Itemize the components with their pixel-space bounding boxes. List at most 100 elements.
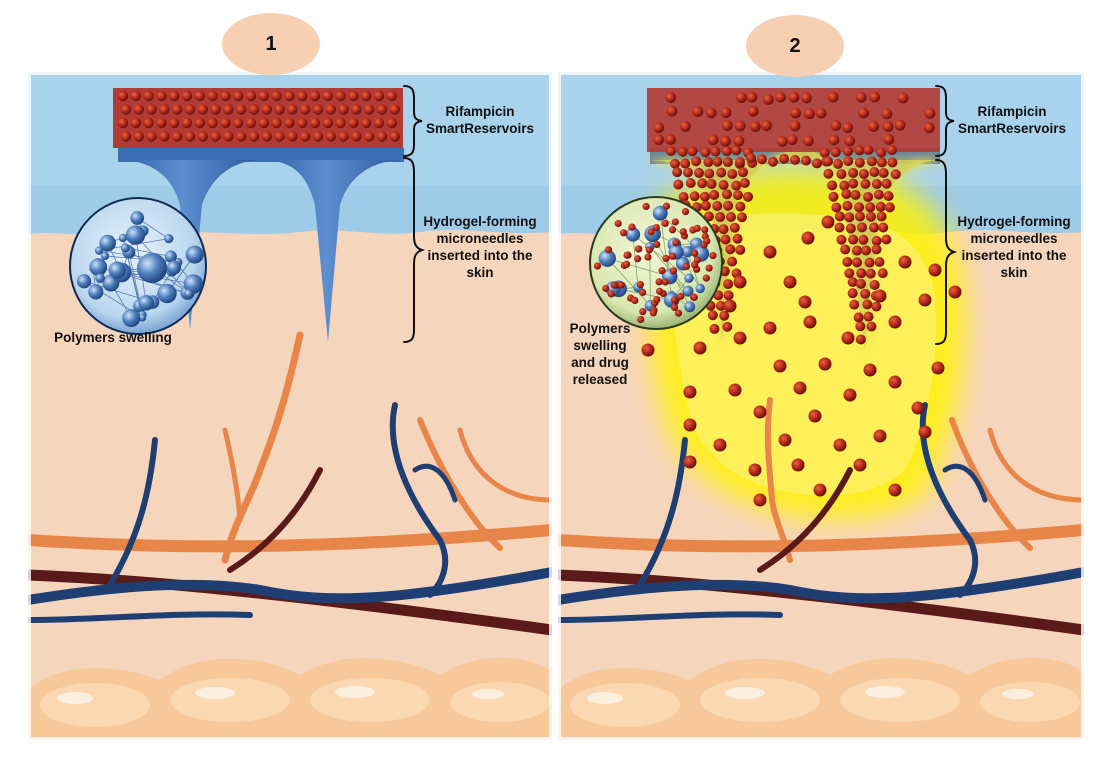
drug-particle-icon bbox=[594, 262, 601, 269]
drug-particle-icon bbox=[842, 122, 853, 133]
drug-particle-icon bbox=[658, 267, 665, 274]
drug-particle-icon bbox=[374, 91, 384, 101]
drug-particle-icon bbox=[146, 104, 156, 114]
drug-particle-icon bbox=[262, 104, 272, 114]
drug-particle-icon bbox=[274, 131, 284, 141]
drug-particle-icon bbox=[310, 91, 320, 101]
drug-particle-icon bbox=[707, 179, 717, 189]
drug-particle-icon bbox=[729, 384, 742, 397]
polymer-bead bbox=[126, 225, 145, 244]
drug-particle-icon bbox=[876, 202, 886, 212]
drug-particle-icon bbox=[836, 169, 846, 179]
polymer-bead bbox=[137, 253, 167, 283]
drug-particle-icon bbox=[863, 145, 873, 155]
drug-particle-icon bbox=[889, 484, 902, 497]
drug-particle-icon bbox=[665, 134, 676, 145]
drug-particle-icon bbox=[812, 158, 822, 168]
label-line: microneedles bbox=[410, 230, 550, 247]
drug-particle-icon bbox=[387, 118, 397, 128]
drug-particle-icon bbox=[855, 211, 865, 221]
drug-particle-icon bbox=[694, 168, 704, 178]
drug-particle-icon bbox=[210, 104, 220, 114]
drug-particle-icon bbox=[834, 223, 844, 233]
drug-particle-icon bbox=[694, 225, 701, 232]
drug-particle-icon bbox=[823, 156, 833, 166]
drug-particle-icon bbox=[809, 410, 822, 423]
drug-particle-icon bbox=[879, 168, 889, 178]
drug-particle-icon bbox=[207, 91, 217, 101]
needle-label-1: Hydrogel-forming microneedles inserted i… bbox=[410, 213, 550, 281]
drug-particle-icon bbox=[691, 156, 701, 166]
drug-particle-icon bbox=[787, 134, 798, 145]
drug-particle-icon bbox=[169, 91, 179, 101]
drug-particle-icon bbox=[700, 147, 710, 157]
label-line: skin bbox=[944, 264, 1084, 281]
drug-particle-icon bbox=[233, 91, 243, 101]
polymer-bead bbox=[167, 260, 181, 274]
drug-particle-icon bbox=[734, 135, 745, 146]
drug-particle-icon bbox=[714, 439, 727, 452]
drug-particle-icon bbox=[887, 157, 897, 167]
panel-2 bbox=[558, 72, 1084, 740]
drug-particle-icon bbox=[605, 246, 612, 253]
drug-particle-icon bbox=[602, 285, 609, 292]
drug-particle-icon bbox=[733, 190, 743, 200]
drug-particle-icon bbox=[182, 91, 192, 101]
drug-particle-icon bbox=[236, 104, 246, 114]
drug-particle-icon bbox=[889, 376, 902, 389]
drug-particle-icon bbox=[801, 156, 811, 166]
drug-particle-icon bbox=[723, 279, 733, 289]
reservoir-label-2: Rifampicin SmartReservoirs bbox=[942, 103, 1082, 137]
drug-particle-icon bbox=[172, 131, 182, 141]
drug-particle-icon bbox=[679, 192, 689, 202]
drug-particle-icon bbox=[842, 201, 852, 211]
drug-particle-icon bbox=[792, 459, 805, 472]
drug-particle-icon bbox=[121, 104, 131, 114]
drug-particle-icon bbox=[859, 169, 869, 179]
drug-particle-icon bbox=[831, 202, 841, 212]
drug-particle-icon bbox=[361, 118, 371, 128]
label-line: Polymers swelling bbox=[38, 329, 188, 346]
drug-particle-icon bbox=[687, 146, 697, 156]
drug-particle-icon bbox=[777, 136, 788, 147]
drug-particle-icon bbox=[799, 296, 812, 309]
drug-particle-icon bbox=[734, 276, 747, 289]
label-line: Hydrogel-forming bbox=[944, 213, 1084, 230]
drug-particle-icon bbox=[882, 179, 892, 189]
drug-particle-icon bbox=[843, 146, 853, 156]
drug-particle-icon bbox=[912, 402, 925, 415]
drug-particle-icon bbox=[377, 104, 387, 114]
drug-particle-icon bbox=[732, 234, 742, 244]
drug-particle-icon bbox=[881, 235, 891, 245]
drug-particle-icon bbox=[712, 201, 722, 211]
drug-particle-icon bbox=[662, 220, 669, 227]
drug-particle-icon bbox=[856, 334, 866, 344]
drug-particle-icon bbox=[860, 289, 870, 299]
drug-particle-icon bbox=[118, 91, 128, 101]
drug-particle-icon bbox=[925, 108, 936, 119]
drug-particle-icon bbox=[823, 169, 833, 179]
drug-particle-icon bbox=[814, 484, 827, 497]
drug-particle-icon bbox=[656, 278, 663, 285]
drug-particle-icon bbox=[662, 278, 669, 285]
drug-particle-icon bbox=[794, 382, 807, 395]
drug-particle-icon bbox=[856, 92, 867, 103]
drug-particle-icon bbox=[834, 439, 847, 452]
drug-particle-icon bbox=[390, 131, 400, 141]
drug-particle-icon bbox=[709, 324, 719, 334]
drug-particle-icon bbox=[653, 134, 664, 145]
drug-particle-icon bbox=[844, 212, 854, 222]
step-number-1: 1 bbox=[265, 33, 276, 56]
drug-particle-icon bbox=[656, 288, 663, 295]
drug-particle-icon bbox=[118, 118, 128, 128]
drug-particle-icon bbox=[722, 120, 733, 131]
drug-particle-icon bbox=[789, 92, 800, 103]
label-line: SmartReservoirs bbox=[942, 120, 1082, 137]
drug-particle-icon bbox=[618, 281, 625, 288]
drug-particle-icon bbox=[932, 362, 945, 375]
drug-particle-icon bbox=[790, 121, 801, 132]
drug-particle-icon bbox=[671, 296, 678, 303]
drug-particle-icon bbox=[722, 189, 732, 199]
drug-particle-icon bbox=[716, 168, 726, 178]
drug-particle-icon bbox=[287, 104, 297, 114]
